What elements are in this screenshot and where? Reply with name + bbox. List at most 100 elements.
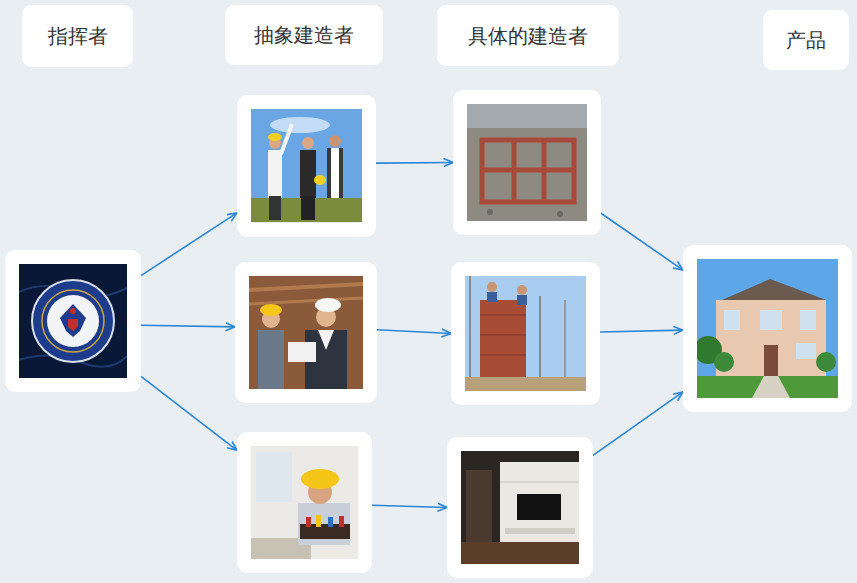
interior-photo-part: [466, 470, 492, 544]
interior-photo-part: [505, 528, 575, 534]
bricklaying-photo: [465, 276, 586, 391]
agency-emblem-photo-part: [60, 304, 86, 337]
flow-arrow: [376, 162, 453, 164]
architects-photo-part: [270, 117, 330, 133]
header-label: 具体的建造者: [468, 24, 588, 48]
architects-photo-part: [268, 150, 282, 198]
bricklaying-photo-part: [465, 377, 586, 391]
worker-photo-part: [306, 517, 311, 527]
bricklaying-photo-part: [480, 335, 526, 336]
flow-arrow: [600, 330, 683, 332]
photo-frame: [451, 262, 600, 405]
column-header: 具体的建造者: [437, 5, 619, 66]
engineers-photo-part: [315, 298, 341, 312]
villa-photo-part: [816, 352, 836, 372]
bricklaying-photo-part: [469, 276, 471, 391]
architects-photo-part: [301, 196, 315, 220]
engineers-photo-part: [318, 330, 334, 350]
column-header: 产品: [763, 10, 849, 70]
bricklaying-photo-part: [517, 285, 527, 295]
flow-arrow: [141, 213, 237, 276]
foundation-photo-part: [467, 104, 587, 221]
column-header: 抽象建造者: [225, 5, 383, 65]
villa-photo-part: [722, 279, 826, 300]
flow-arrow: [377, 330, 451, 334]
photo-frame: [237, 432, 372, 573]
villa-photo-part: [800, 310, 816, 330]
villa-photo-part: [724, 310, 740, 330]
agency-emblem-photo-part: [42, 290, 104, 352]
bricklaying-photo-part: [480, 300, 526, 380]
photo-frame: [453, 90, 601, 235]
villa-photo-part: [697, 259, 838, 398]
engineers-photo-part: [249, 298, 363, 304]
worker-photo-part: [251, 446, 358, 559]
foundation-photo-part: [482, 140, 574, 202]
worker-photo: [251, 446, 358, 559]
interior-photo: [461, 451, 579, 564]
agency-emblem-photo-part: [68, 319, 78, 331]
column-header: 指挥者: [22, 5, 133, 67]
worker-photo-part: [328, 517, 333, 527]
agency-emblem-photo: [19, 264, 127, 378]
engineers-photo-part: [260, 304, 282, 316]
agency-emblem-photo-part: [70, 308, 76, 314]
bricklaying-photo-part: [480, 355, 526, 356]
villa-photo-part: [752, 376, 790, 398]
architects-photo-part: [268, 133, 282, 141]
architects-photo-part: [281, 124, 292, 154]
foundation-photo-part: [487, 209, 493, 215]
interior-photo-part: [461, 451, 579, 564]
photo-frame: [683, 245, 852, 412]
foundation-photo-part: [482, 168, 574, 173]
worker-photo-part: [339, 516, 344, 527]
worker-photo-part: [301, 469, 339, 489]
agency-emblem-photo-part: [32, 280, 114, 362]
header-label: 产品: [786, 28, 826, 52]
interior-photo-part: [500, 462, 579, 544]
architects-photo-part: [339, 148, 343, 198]
architects-photo-part: [302, 137, 314, 149]
flow-arrow: [601, 213, 683, 270]
architects-photo-part: [327, 148, 331, 198]
architects-photo-part: [329, 135, 341, 147]
header-label: 抽象建造者: [254, 23, 354, 47]
flow-arrow: [141, 325, 235, 327]
interior-photo-part: [461, 542, 579, 564]
engineers-photo-part: [258, 330, 284, 389]
photo-frame: [5, 250, 141, 392]
engineers-photo-part: [288, 342, 316, 362]
architects-photo-part: [251, 109, 362, 222]
bricklaying-photo-part: [487, 282, 497, 292]
photo-frame: [237, 95, 376, 237]
bricklaying-photo-part: [539, 296, 541, 391]
villa-photo-part: [697, 376, 838, 398]
flow-arrow: [593, 392, 683, 455]
flow-arrow: [372, 505, 447, 507]
foundation-photo-part: [467, 104, 587, 128]
worker-photo-part: [316, 515, 321, 527]
villa-photo-part: [760, 310, 782, 330]
photo-frame: [447, 437, 593, 578]
architects-photo-part: [269, 196, 281, 220]
bricklaying-photo-part: [465, 276, 586, 391]
worker-photo-part: [298, 503, 350, 545]
header-label: 指挥者: [48, 24, 108, 48]
engineers-photo-part: [249, 284, 363, 290]
interior-photo-part: [517, 494, 561, 520]
architects-photo-part: [314, 175, 326, 185]
villa-photo: [694, 259, 838, 398]
architects-photo-part: [300, 150, 316, 198]
bricklaying-photo-part: [487, 292, 497, 302]
architects-photo: [251, 109, 362, 222]
agency-emblem-photo-part: [19, 264, 127, 378]
foundation-photo-part: [557, 211, 563, 217]
bricklaying-photo-part: [480, 315, 526, 316]
foundation-photo: [467, 104, 587, 221]
engineers-photo: [249, 276, 363, 389]
photo-frame: [235, 262, 377, 403]
villa-photo-part: [714, 352, 734, 372]
agency-emblem-photo-part: [47, 295, 99, 347]
bricklaying-photo-part: [517, 295, 527, 305]
